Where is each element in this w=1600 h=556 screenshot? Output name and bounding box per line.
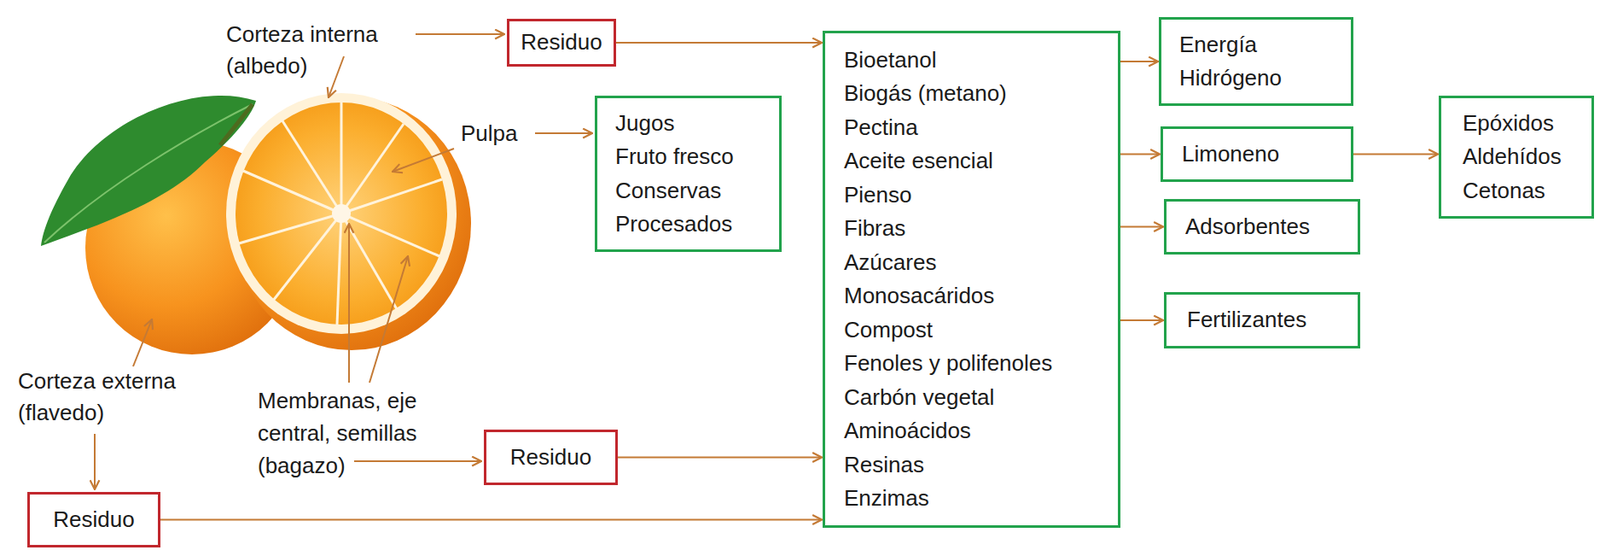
- node-text: Carbón vegetal: [843, 380, 995, 415]
- node-text: Adsorbentes: [1185, 209, 1310, 245]
- residue-box: Residuo: [506, 18, 617, 67]
- orange-stem: [220, 104, 253, 146]
- half-orange-pulp: [235, 102, 448, 325]
- leaf-midrib: [44, 104, 253, 243]
- half-orange-albedo: [226, 93, 457, 334]
- node-text: Cetonas: [1462, 174, 1546, 209]
- node-text: Aldehídos: [1462, 139, 1562, 175]
- leader-arrow: [133, 319, 152, 367]
- residue-box: Residuo: [27, 491, 161, 547]
- node-text: Enzimas: [843, 481, 930, 516]
- node-text: Biogás (metano): [843, 76, 1007, 111]
- node-text: Azúcares: [843, 245, 937, 280]
- leader-arrow: [328, 56, 344, 98]
- node-text: Procesados: [615, 207, 733, 242]
- node-text: Aminoácidos: [843, 413, 972, 448]
- part-label: Corteza interna (albedo): [226, 18, 410, 82]
- node-text: Fenoles y polifenoles: [843, 346, 1053, 381]
- node-text: Hidrógeno: [1179, 61, 1282, 96]
- product-list-box: BioetanolBiogás (metano)PectinaAceite es…: [822, 30, 1121, 528]
- node-text: Aceite esencial: [843, 144, 994, 179]
- part-label: Pulpa: [460, 117, 530, 150]
- connector-arrow: [1353, 153, 1438, 156]
- leader-arrow: [415, 33, 505, 35]
- node-text: Residuo: [52, 502, 134, 537]
- node-text: Resinas: [843, 448, 925, 483]
- part-label: Corteza externa (flavedo): [17, 365, 219, 429]
- node-text: Residuo: [510, 440, 592, 475]
- node-text: Monosacáridos: [843, 279, 995, 314]
- leader-arrow: [354, 459, 482, 462]
- node-text: Epóxidos: [1462, 106, 1554, 141]
- pulp-segments: [238, 102, 443, 325]
- connector-arrow: [617, 456, 822, 459]
- connector-arrow: [160, 518, 822, 521]
- leader-arrow: [93, 433, 96, 489]
- product-box: JugosFruto frescoConservasProcesados: [594, 95, 782, 252]
- residue-box: Residuo: [483, 429, 618, 485]
- node-text: Conservas: [615, 174, 722, 209]
- product-box: EpóxidosAldehídosCetonas: [1438, 95, 1595, 219]
- node-text: Bioetanol: [843, 43, 937, 78]
- connector-arrow: [616, 41, 822, 44]
- node-text: Limoneno: [1181, 137, 1280, 172]
- node-text: Residuo: [520, 25, 602, 60]
- leader-arrow: [369, 256, 408, 383]
- node-text: Fertilizantes: [1186, 302, 1307, 338]
- leader-arrow: [392, 148, 454, 172]
- product-box: EnergíaHidrógeno: [1158, 17, 1354, 106]
- leader-arrow: [535, 132, 593, 134]
- node-text: Compost: [843, 313, 933, 348]
- orange-core: [331, 203, 351, 223]
- product-box: Fertilizantes: [1163, 291, 1361, 349]
- orange-leaf: [40, 95, 256, 246]
- leader-arrows: [94, 34, 593, 489]
- product-box: Adsorbentes: [1163, 198, 1361, 255]
- node-text: Fibras: [843, 211, 906, 246]
- node-text: Pienso: [843, 178, 913, 213]
- node-text: Energía: [1179, 28, 1257, 63]
- node-text: Jugos: [615, 106, 675, 141]
- product-box: Limoneno: [1160, 126, 1354, 182]
- node-text: Pectina: [843, 110, 919, 146]
- part-label: Membranas, eje central, semillas (bagazo…: [257, 384, 433, 482]
- half-orange-skin: [232, 97, 472, 350]
- leader-arrow: [348, 223, 350, 383]
- node-text: Fruto fresco: [615, 139, 734, 175]
